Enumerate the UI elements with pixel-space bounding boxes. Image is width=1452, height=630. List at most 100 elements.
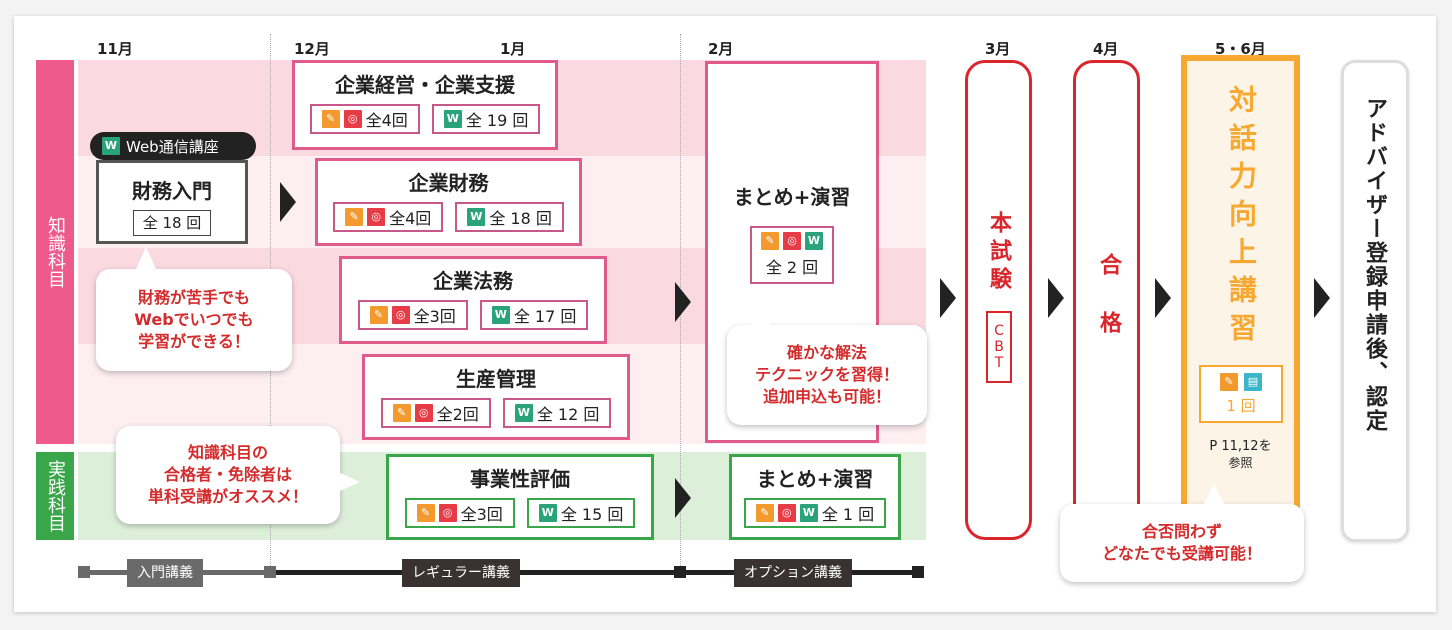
course-title: 事業性評価 — [470, 467, 570, 491]
dialogue-title: 対話力向上講習 — [1225, 85, 1258, 351]
month-label: 2月 — [708, 40, 734, 58]
arrow-right-icon — [1155, 278, 1171, 318]
summary-title: まとめ+演習 — [756, 467, 874, 491]
bubble-text: 合格者・免除者は — [163, 465, 292, 484]
pass-title: 合格 — [1096, 253, 1121, 369]
month-label: 12月 — [294, 40, 330, 58]
dialogue-course[interactable]: 対話力向上講習 ✎▤ 1 回 P 11,12を 参照 — [1181, 55, 1300, 545]
lecture-icon: ✎ — [345, 208, 364, 226]
dvd-icon: ◎ — [414, 404, 433, 422]
bubble-text: 財務が苦手でも — [137, 288, 250, 307]
timeline-regular-line — [270, 570, 920, 575]
intro-course-count: 全 18 回 — [133, 210, 211, 236]
exam-cbt: CBT — [986, 311, 1012, 383]
arrow-right-icon — [1048, 278, 1064, 318]
bubble-web: 財務が苦手でも Webでいつでも 学習ができる！ — [96, 247, 292, 371]
bubble-text: 知識科目の — [187, 443, 268, 462]
timeline-intro-label: 入門講義 — [127, 559, 203, 587]
dvd-icon: ◎ — [367, 208, 386, 226]
course-title: 企業経営・企業支援 — [335, 73, 515, 97]
live-count: ✎◎全3回 — [357, 300, 468, 330]
page-ref: 参照 — [1228, 456, 1253, 470]
arrow-right-icon — [675, 282, 691, 322]
bubble-single: 知識科目の 合格者・免除者は 単科受講がオススメ！ — [116, 426, 360, 524]
count-text: 全 17 回 — [513, 307, 577, 326]
dvd-icon: ◎ — [391, 306, 410, 324]
timeline-marker — [674, 566, 686, 578]
month-label: 3月 — [985, 40, 1011, 58]
count-text: 全 1 回 — [821, 505, 875, 524]
arrow-right-icon — [675, 478, 691, 518]
lecture-icon: ✎ — [321, 110, 340, 128]
final-certification[interactable]: アドバイザー登録申請後、認定 — [1341, 60, 1409, 542]
dialogue-count-box: ✎▤ 1 回 — [1199, 365, 1283, 423]
month-label: 4月 — [1093, 40, 1119, 58]
dvd-icon: ◎ — [438, 504, 457, 522]
count-text: 全4回 — [389, 209, 432, 228]
bubble-text: 単科受講がオススメ！ — [147, 487, 308, 506]
section-knowledge: 知識科目 — [36, 60, 74, 444]
lecture-icon: ✎ — [416, 504, 435, 522]
course-title: 企業財務 — [408, 171, 489, 195]
web-icon: W — [443, 110, 462, 128]
timeline-regular-label: レギュラー講義 — [402, 559, 520, 587]
count-text: 全 2 回 — [765, 257, 819, 277]
dvd-icon: ◎ — [777, 504, 796, 522]
web-icon: W — [491, 306, 510, 324]
live-count: ✎◎全4回 — [309, 104, 420, 134]
intro-course-title: 財務入門 — [132, 179, 212, 203]
timeline-marker — [912, 566, 924, 578]
web-icon: W — [467, 208, 486, 226]
material-icon: ▤ — [1244, 373, 1262, 391]
timeline-marker — [264, 566, 276, 578]
course-title: 企業法務 — [433, 269, 513, 293]
bubble-text: どなたでも受講可能！ — [1102, 544, 1262, 563]
intro-course[interactable]: 財務入門 全 18 回 — [96, 160, 248, 244]
count-text: 全 19 回 — [465, 111, 529, 130]
lecture-icon: ✎ — [755, 504, 774, 522]
web-icon: W — [514, 404, 533, 422]
arrow-right-icon — [280, 182, 296, 222]
live-count: ✎◎全3回 — [404, 498, 515, 528]
bubble-technique: 確かな解法 テクニックを習得！ 追加申込も可能！ — [727, 303, 927, 425]
count-text: 全 18 回 — [489, 209, 552, 228]
exam-title: 本試験 — [986, 211, 1011, 295]
month-label: 1月 — [500, 40, 526, 58]
web-course-badge: W Web通信講座 — [90, 132, 256, 160]
web-icon: W — [805, 231, 823, 250]
timeline-marker — [78, 566, 90, 578]
web-icon: W — [799, 504, 818, 522]
arrow-right-icon — [1314, 278, 1330, 318]
pass-box[interactable]: 合格 — [1073, 60, 1140, 540]
lecture-icon: ✎ — [761, 231, 779, 250]
course-title: 生産管理 — [456, 367, 536, 391]
lecture-icon: ✎ — [369, 306, 388, 324]
count-text: 全 12 回 — [536, 405, 600, 424]
live-count: ✎◎全4回 — [333, 202, 444, 232]
section-practice: 実践科目 — [36, 452, 74, 540]
web-icon: W — [102, 137, 120, 155]
summary-count-box: ✎◎W 全 2 回 — [750, 225, 834, 284]
bubble-anyone: 合否問わず どなたでも受講可能！ — [1060, 484, 1304, 582]
exam-box[interactable]: 本試験 CBT — [965, 60, 1032, 540]
month-label: 11月 — [97, 40, 133, 58]
bubble-text: 合否問わず — [1141, 522, 1222, 541]
bubble-text: 確かな解法 — [786, 343, 867, 362]
final-title: アドバイザー登録申請後、認定 — [1362, 97, 1387, 433]
bubble-text: 追加申込も可能！ — [762, 387, 891, 406]
count-text: 1 回 — [1226, 397, 1256, 415]
count-text: 全3回 — [460, 505, 503, 524]
count-text: 全 15 回 — [560, 505, 624, 524]
count-text: 全4回 — [365, 111, 408, 130]
